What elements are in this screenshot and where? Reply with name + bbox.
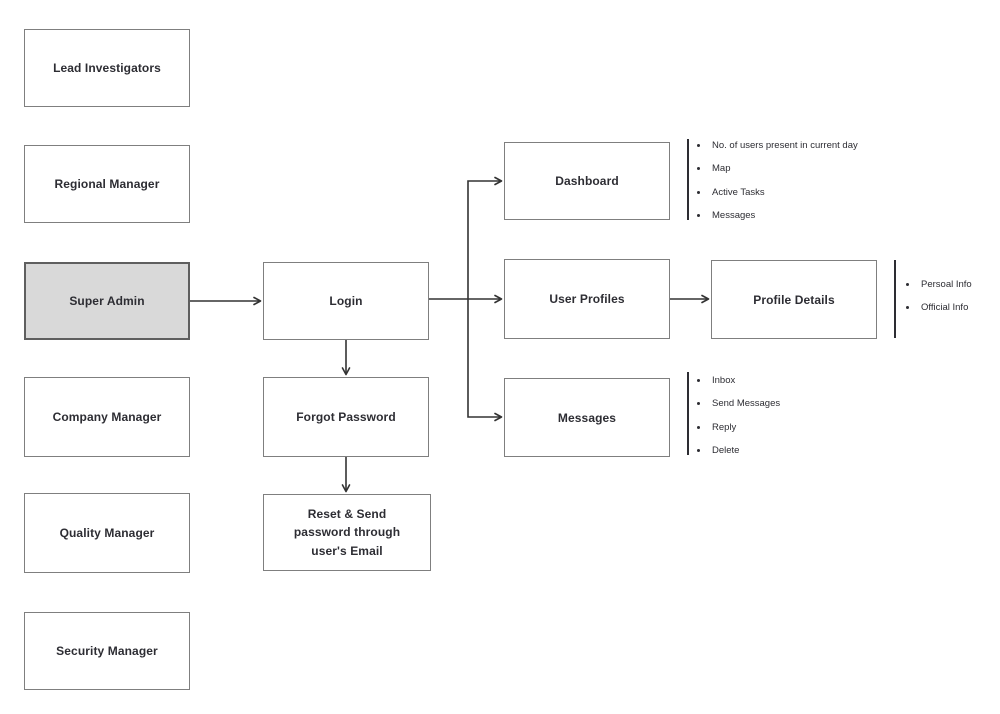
node-reset-send-password-label: Reset & Send password through user's Ema…: [293, 506, 401, 558]
node-dashboard: Dashboard: [504, 142, 670, 220]
list-item: No. of users present in current day: [697, 134, 858, 157]
bullet-icon: [697, 449, 700, 453]
profile-details-feature-list: Persoal Info Official Info: [906, 273, 972, 320]
connector-branch-dashboard: [467, 176, 503, 299]
list-item-label: Reply: [712, 421, 737, 433]
bullet-icon: [697, 425, 700, 429]
list-item: Delete: [697, 439, 780, 462]
bullet-icon: [697, 144, 700, 148]
list-item: Active Tasks: [697, 181, 858, 204]
node-reset-send-password: Reset & Send password through user's Ema…: [263, 494, 431, 571]
node-super-admin: Super Admin: [24, 262, 190, 340]
node-user-profiles: User Profiles: [504, 259, 670, 339]
list-item: Persoal Info: [906, 273, 972, 296]
list-item: Official Info: [906, 296, 972, 319]
node-security-manager: Security Manager: [24, 612, 190, 690]
list-item-label: Official Info: [921, 302, 969, 314]
profile-details-list-divider-bar: [894, 260, 896, 338]
node-quality-manager: Quality Manager: [24, 493, 190, 573]
list-item-label: Persoal Info: [921, 279, 972, 291]
node-lead-investigators: Lead Investigators: [24, 29, 190, 107]
list-item-label: Delete: [712, 445, 740, 457]
list-item-label: No. of users present in current day: [712, 140, 858, 152]
list-item: Messages: [697, 204, 858, 227]
node-login: Login: [263, 262, 429, 340]
bullet-icon: [697, 190, 700, 194]
bullet-icon: [697, 379, 700, 383]
connector-branch-messages: [467, 299, 503, 422]
node-regional-manager: Regional Manager: [24, 145, 190, 223]
bullet-icon: [697, 214, 700, 218]
bullet-icon: [906, 306, 909, 310]
bullet-icon: [906, 283, 909, 287]
list-item: Inbox: [697, 369, 780, 392]
messages-list-divider-bar: [687, 372, 689, 455]
list-item: Send Messages: [697, 392, 780, 415]
list-item: Reply: [697, 416, 780, 439]
node-company-manager: Company Manager: [24, 377, 190, 457]
node-forgot-password: Forgot Password: [263, 377, 429, 457]
node-profile-details: Profile Details: [711, 260, 877, 339]
node-messages: Messages: [504, 378, 670, 457]
list-item-label: Messages: [712, 210, 756, 222]
bullet-icon: [697, 402, 700, 406]
list-item-label: Inbox: [712, 375, 736, 387]
list-item-label: Send Messages: [712, 398, 781, 410]
list-item: Map: [697, 157, 858, 180]
bullet-icon: [697, 167, 700, 171]
dashboard-list-divider-bar: [687, 139, 689, 220]
list-item-label: Active Tasks: [712, 186, 765, 198]
list-item-label: Map: [712, 163, 731, 175]
dashboard-feature-list: No. of users present in current day Map …: [697, 134, 858, 227]
messages-feature-list: Inbox Send Messages Reply Delete: [697, 369, 780, 462]
